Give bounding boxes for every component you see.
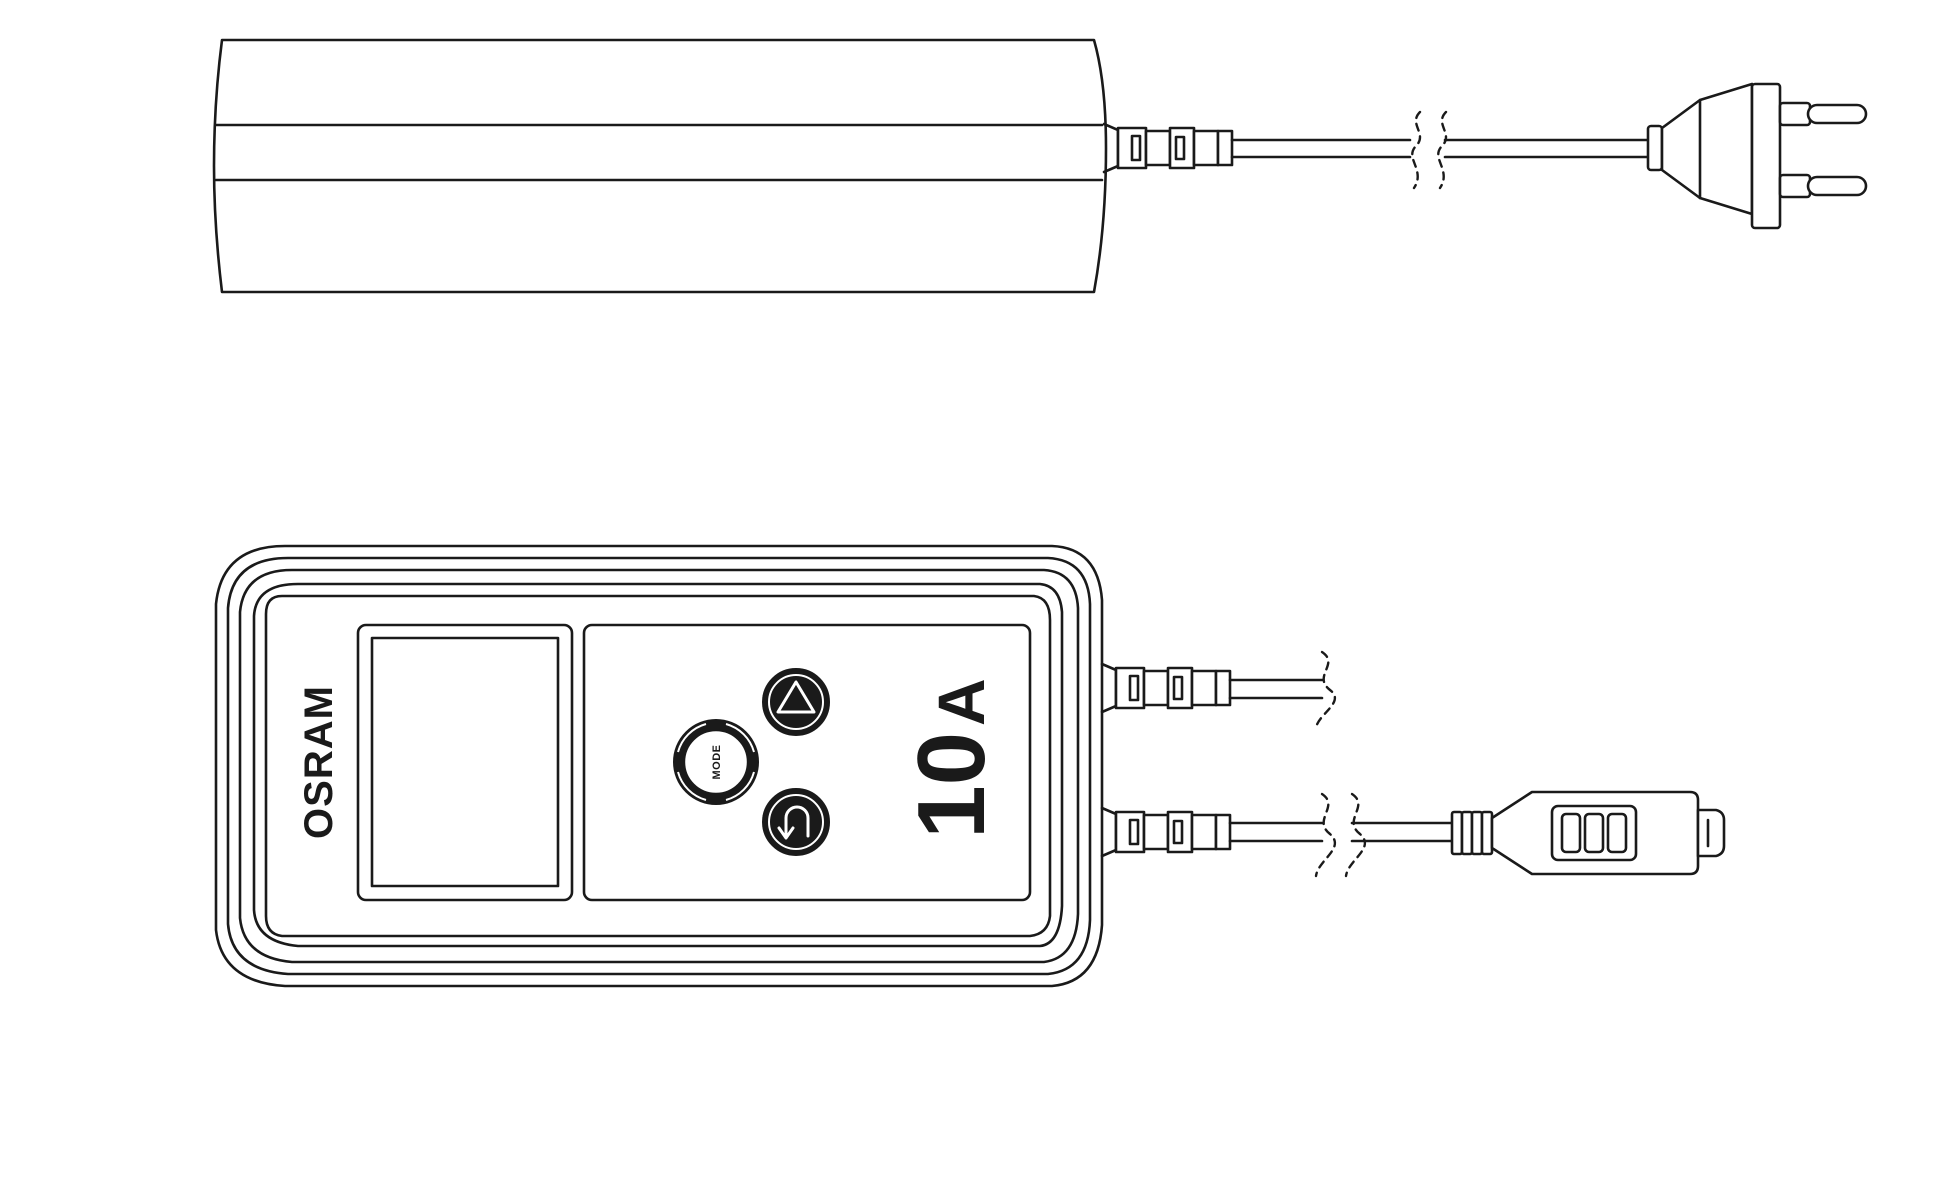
back-button[interactable] [762,788,830,856]
front-outline-3 [238,568,1080,964]
return-arrow-icon [777,805,810,840]
eu-plug [1646,82,1868,230]
front-cable-lower-break-right [1344,792,1367,878]
front-cable-upper-break [1314,650,1337,730]
front-cable-lower-break-left [1314,792,1337,878]
rating-unit: A [924,678,998,726]
up-button[interactable] [762,668,830,736]
display-frame [356,623,574,902]
front-view-charger: OSRAM MODE [214,544,1726,988]
mode-button-label: MODE [711,745,723,780]
brand-logo-text: OSRAM [297,685,341,839]
current-rating: 10 A [898,678,1005,838]
display-screen [370,636,560,888]
front-outline-outer [214,544,1104,988]
front-outline-2 [226,556,1092,976]
front-strain-relief-upper [1100,662,1232,714]
top-cable-break-right [1437,110,1448,190]
control-panel [582,623,1032,902]
top-strain-relief [1102,122,1234,174]
rating-number: 10 [898,732,1005,839]
front-strain-relief-lower [1100,806,1232,858]
top-body-outline [212,38,1108,294]
output-connector [1450,790,1726,876]
top-cable-break-left [1411,110,1422,190]
front-outline-4 [252,582,1064,948]
front-panel [264,594,1052,938]
mode-button[interactable]: MODE [673,719,759,805]
top-view-charger [212,38,1868,294]
triangle-up-icon [776,680,816,714]
